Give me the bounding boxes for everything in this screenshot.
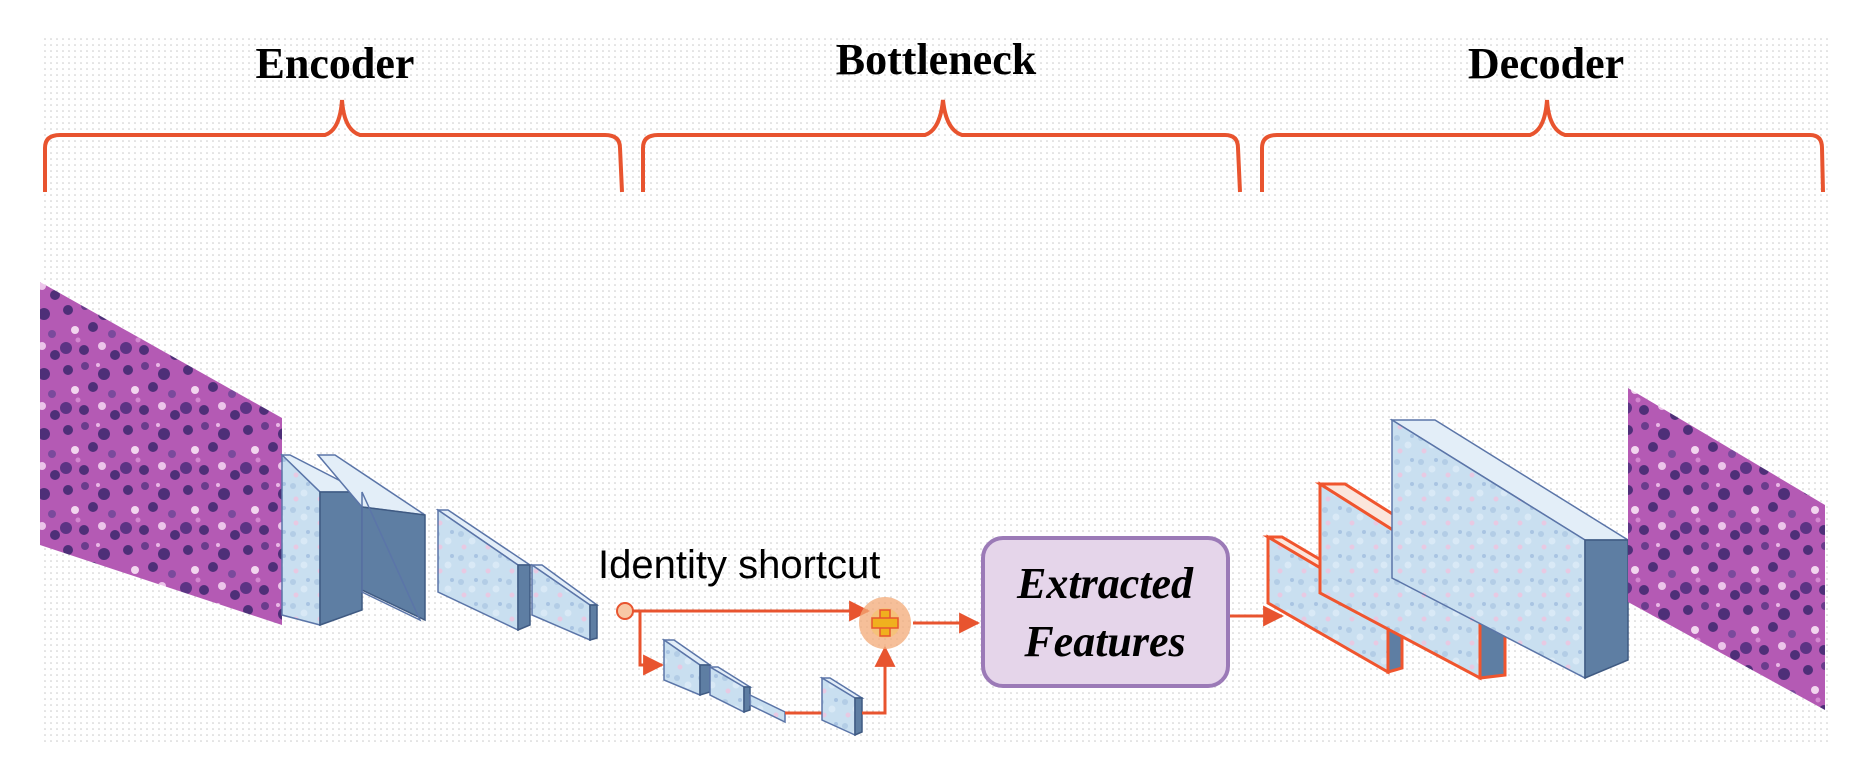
encoder-block-4 [529,563,600,642]
residual-block-4 [819,676,865,737]
encoder-block-1 [280,453,363,627]
decoder-title: Decoder [1468,39,1624,88]
encoder-block-3 [435,508,533,632]
extracted-features-line2: Features [1023,617,1185,666]
extracted-features-line1: Extracted [1016,559,1194,608]
residual-branch-in [638,611,665,676]
plus-circle-icon [859,597,911,649]
identity-shortcut-label: Identity shortcut [598,543,880,587]
encoder-title: Encoder [256,39,415,88]
bottleneck-title: Bottleneck [836,35,1037,84]
residual-block-3 [749,693,786,724]
bottleneck-bracket [641,99,1242,193]
decoder-bracket [1260,99,1825,193]
decoder-block-3 [1389,418,1631,680]
residual-block-2 [707,665,753,714]
extracted-features-box [981,536,1230,688]
residual-branch-out [862,645,896,715]
residual-block-1 [661,638,713,697]
input-tissue-image [40,282,282,625]
circle-node-icon [616,602,634,620]
output-tissue-image [1628,388,1825,710]
encoder-block-2 [316,454,426,622]
encoder-bracket [43,99,624,193]
